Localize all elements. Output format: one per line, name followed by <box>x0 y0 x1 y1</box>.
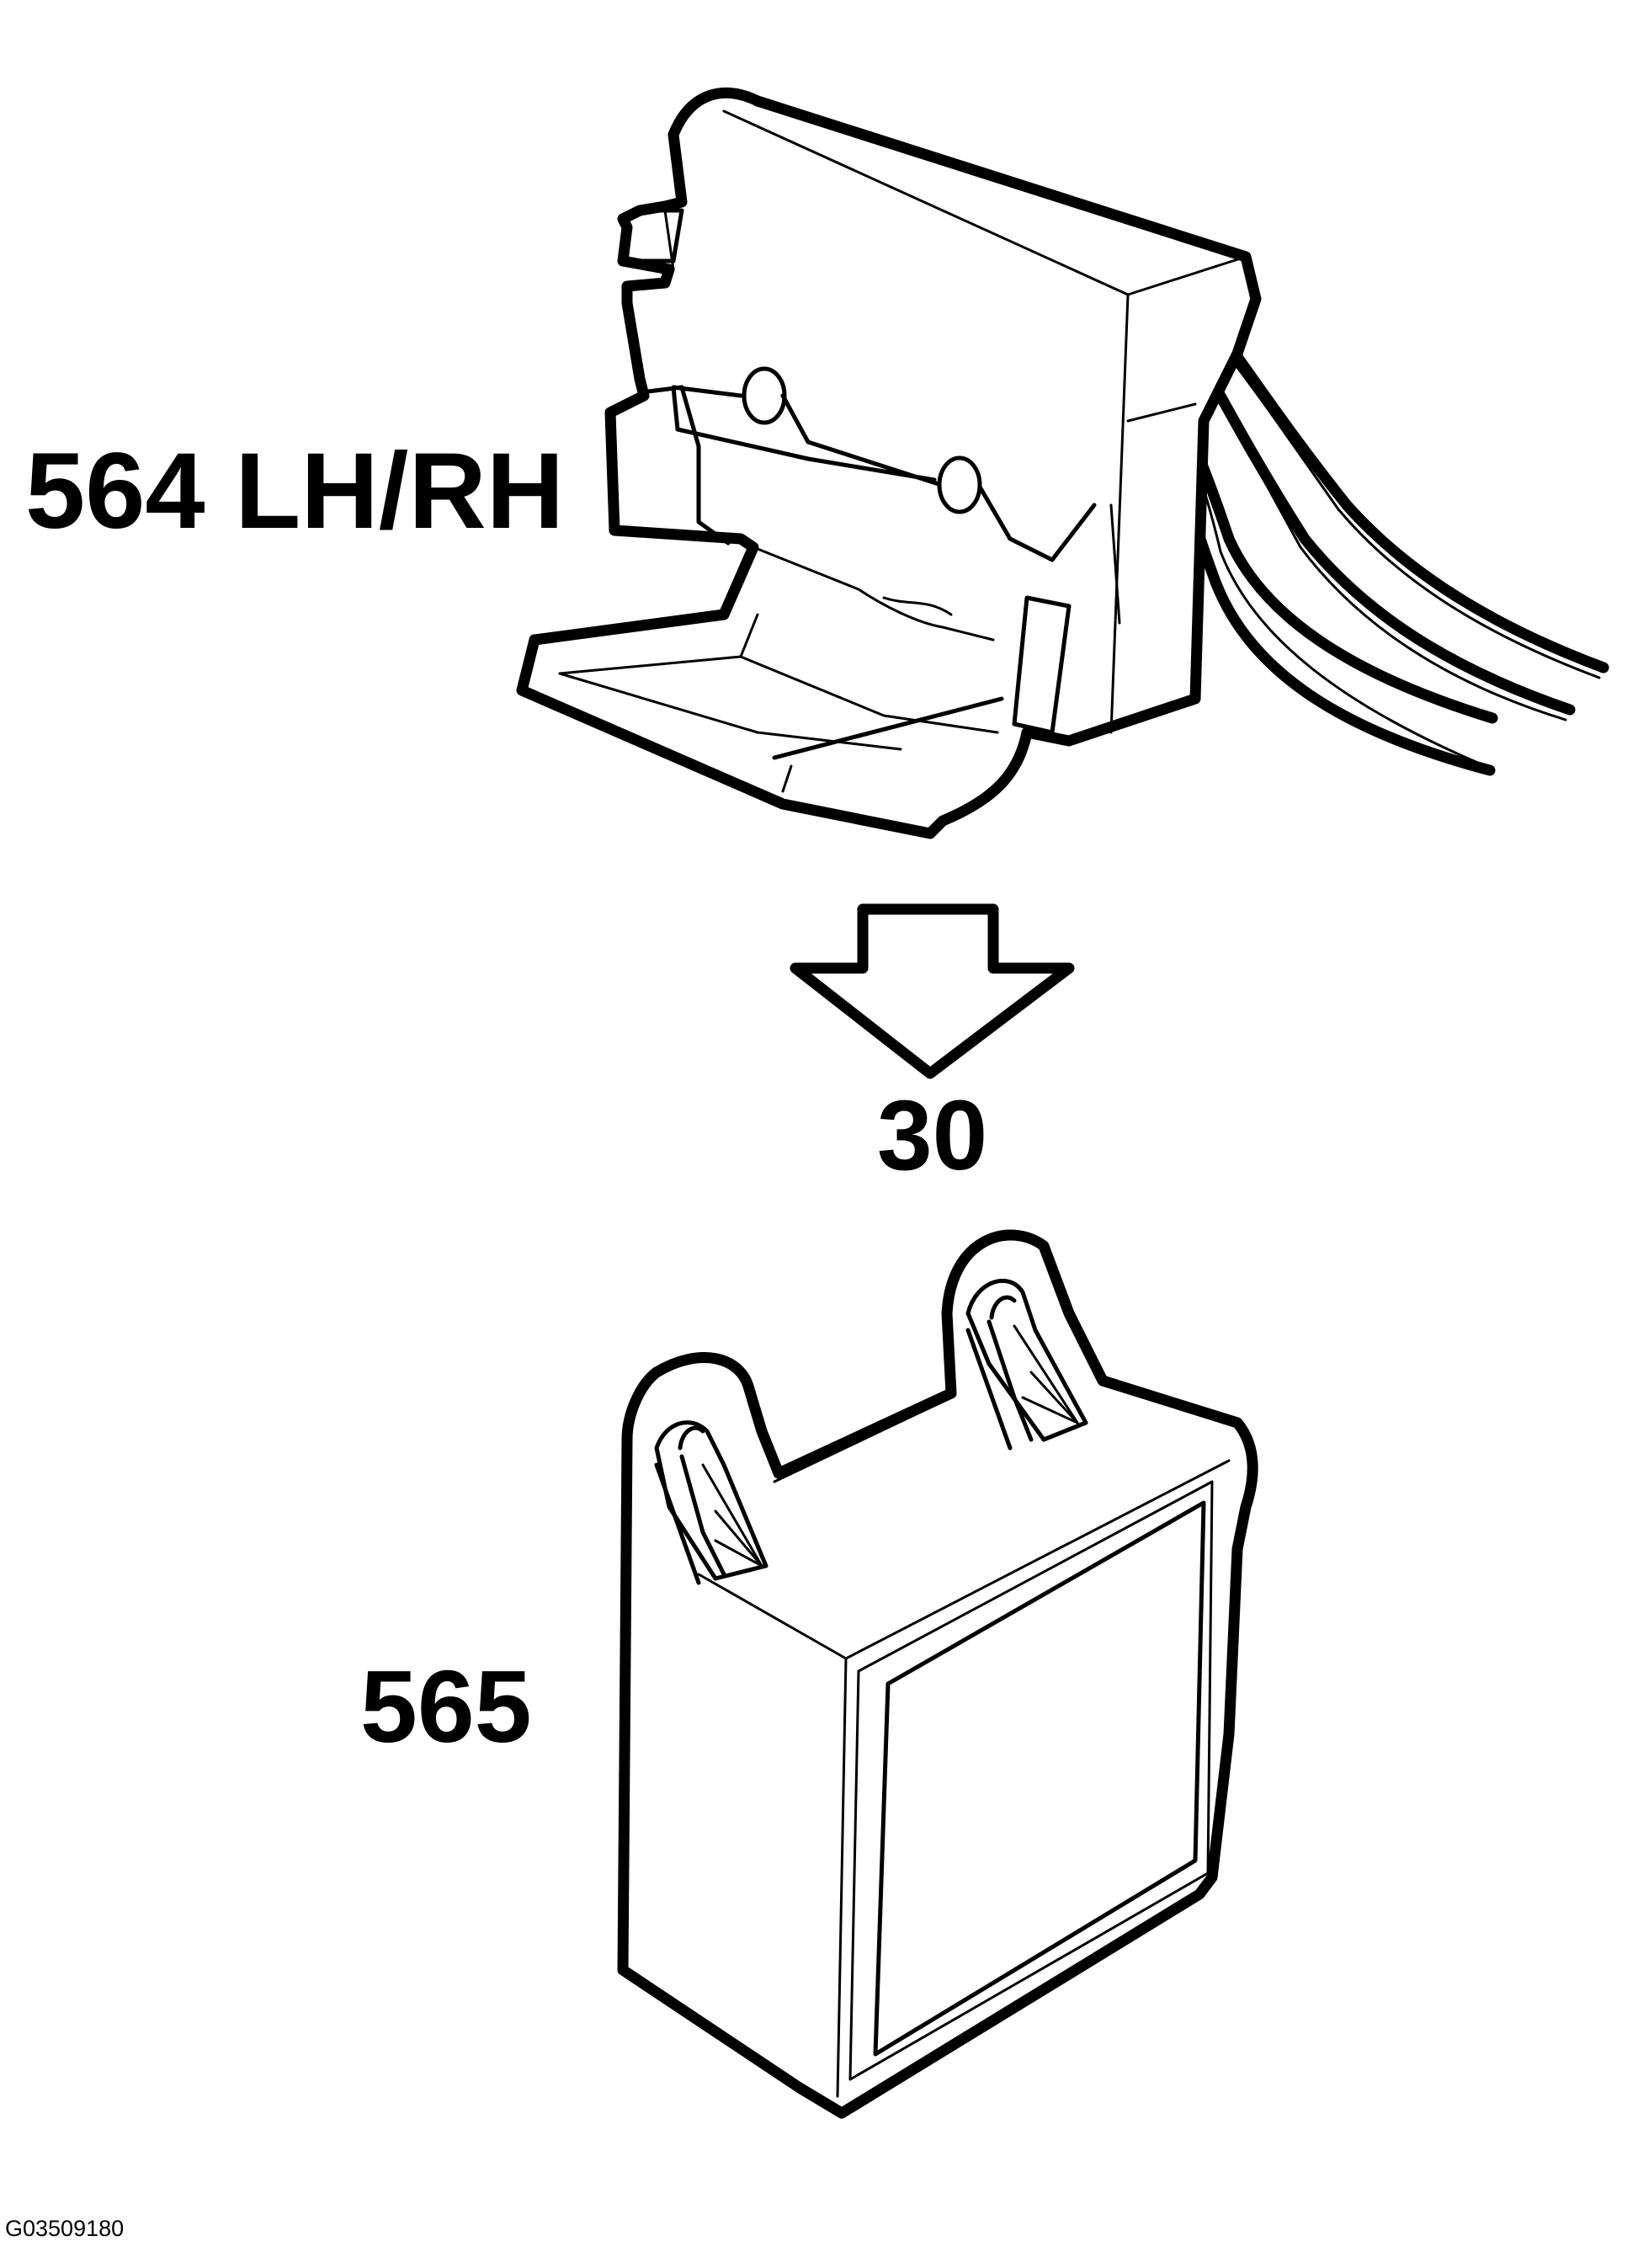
down-arrow-icon <box>790 903 1075 1079</box>
connector-bracket-icon <box>516 87 1609 839</box>
relay-module-icon <box>617 1229 1258 2119</box>
step-label: 30 <box>877 1080 988 1191</box>
figure-id: G03509180 <box>5 2216 125 2241</box>
part-label-565: 565 <box>360 1649 532 1764</box>
part-label-564: 564 LH/RH <box>25 431 565 551</box>
